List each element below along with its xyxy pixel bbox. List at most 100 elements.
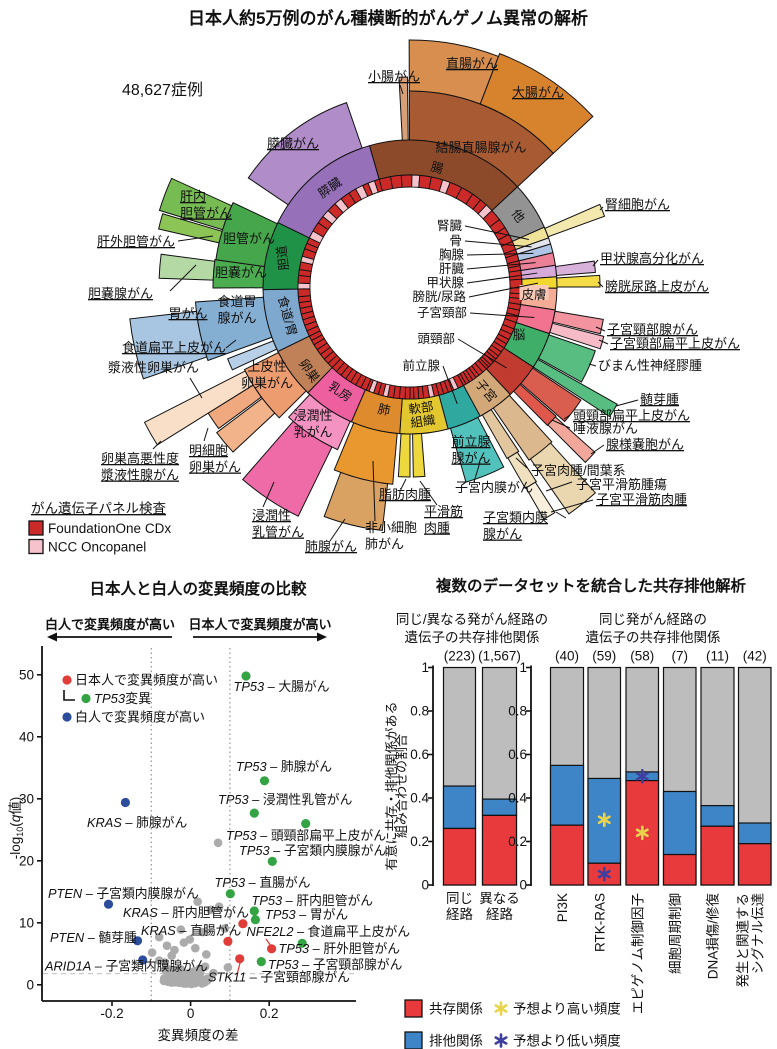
cancer-label-肝外胆管がん: 肝外胆管がん <box>97 234 175 249</box>
wedge-卵巣高悪性度漿液性腺がん <box>143 370 254 446</box>
asterisk-mark <box>494 1004 508 1013</box>
cancer-label-上皮性卵巣がん: 卵巣がん <box>241 376 293 391</box>
bar-count: (42) <box>743 649 767 664</box>
center-leader <box>464 240 532 248</box>
leader-line <box>419 480 438 506</box>
point-gray <box>223 963 233 972</box>
bars-y-tick-label: 0.8 <box>410 704 429 719</box>
point-gray <box>171 978 180 987</box>
legend-dot-green <box>81 693 91 704</box>
cancer-label-食道扁平上皮がん: 食道扁平上皮がん <box>122 340 226 355</box>
point-gray <box>213 838 223 848</box>
leader-line <box>189 377 203 399</box>
center-leader <box>464 225 529 240</box>
wedge-子宮平滑筋肉腫 <box>525 481 556 520</box>
point-gray <box>168 965 177 975</box>
volcano-title: 日本人と白人の変異頻度の比較 <box>89 579 307 598</box>
cancer-label-平滑筋肉腫: 肉腫 <box>424 521 450 536</box>
cancer-label-浸潤性乳がん: 浸潤性 <box>293 408 332 423</box>
ring-label-肺: 肺 <box>376 402 391 418</box>
bar-count: (40) <box>555 649 579 664</box>
cancer-label-子宮内膜がん: 子宮内膜がん <box>455 480 533 495</box>
bars-legend-swatch-cooccurrence <box>404 999 423 1018</box>
cancer-label-小腸がん: 小腸がん <box>368 69 420 84</box>
point-gray <box>180 976 190 986</box>
ring-label-皮膚: 皮膚 <box>521 287 546 302</box>
cancer-label-非小細胞肺がん: 非小細胞 <box>365 520 417 535</box>
point-label-子宮類内膜腺がん: ARID1A – 子宮類内膜腺がん <box>44 959 208 974</box>
bar-cooccurrent <box>481 814 518 886</box>
wedge-平滑筋肉腫 <box>412 433 426 478</box>
asterisk-mark <box>597 815 611 825</box>
cancer-label-子宮肉腫/間葉系: 子宮肉腫/間葉系 <box>531 463 626 478</box>
bars-y-tick-label: 0.4 <box>410 791 429 806</box>
y-tick-label: 30 <box>19 791 34 806</box>
point-green <box>225 889 235 899</box>
case-count-label: 48,627症例 <box>122 81 203 99</box>
point-label-子宮頸部腺がん: TP53 – 子宮頸部腺がん <box>268 957 403 972</box>
bars-y-tick-label: 0.6 <box>508 747 527 762</box>
panel-ring-segment <box>297 282 311 290</box>
center-leader <box>442 365 458 405</box>
leader-line <box>599 206 604 211</box>
leader-line <box>399 84 404 95</box>
bar-cooccurrent <box>549 824 585 886</box>
cancer-label-肝内胆管がん: 肝内 <box>180 189 206 204</box>
y-tick-label: 40 <box>19 729 34 744</box>
volcano-xlabel: 変異頻度の差 <box>158 1027 239 1043</box>
cancer-label-腎細胞がん: 腎細胞がん <box>605 197 670 212</box>
center-label-胸腺: 胸腺 <box>439 247 465 262</box>
leader-line <box>372 460 376 522</box>
bars-subtitle-right-line2: 遺伝子の共存排他関係 <box>586 630 721 645</box>
skin-label-box <box>519 285 549 300</box>
panel-legend-title: がん遺伝子パネル検査 <box>31 501 166 516</box>
arrow-left-head <box>47 632 57 642</box>
bar-count: (58) <box>630 649 654 664</box>
point-gray <box>198 927 208 937</box>
bars-ylabel-line1: 有意に共存・排他関係がある <box>384 701 399 870</box>
wedge-腺様嚢胞がん <box>547 416 596 464</box>
bars-legend-label-cooccurrence: 共存関係 <box>429 1002 483 1017</box>
bar-cooccurrent <box>662 853 697 886</box>
point-label-浸潤性乳管がん: TP53 – 浸潤性乳管がん <box>218 792 353 807</box>
wedge-子宮類内膜腺がん <box>529 442 597 515</box>
point-green <box>301 819 311 829</box>
cancer-label-胆嚢腺がん: 胆嚢腺がん <box>88 286 153 301</box>
cancer-label-子宮平滑筋肉腫: 子宮平滑筋肉腫 <box>596 492 687 507</box>
cancer-label-肝内胆管がん: 胆管がん <box>180 206 232 221</box>
center-label-頭頸部: 頭頸部 <box>417 331 455 346</box>
cancer-label-子宮類内膜腺がん: 子宮類内膜 <box>483 510 548 525</box>
bar-xlabel-rot: シグナル伝達 <box>750 893 765 974</box>
point-gray <box>154 932 164 942</box>
ring-label-軟部組織: 軟部 <box>408 399 435 417</box>
bar-count: (223) <box>444 649 476 664</box>
wedge-食道扁平上皮がん <box>226 340 278 371</box>
cancer-label-子宮頸部腺がん: 子宮頸部腺がん <box>607 322 698 337</box>
wedge-子宮頸部扁平上皮がん <box>549 322 605 350</box>
bars-legend-label-higher-than-expected: 予想より高い頻度 <box>513 1001 621 1017</box>
center-label-肝臓: 肝臓 <box>439 262 465 276</box>
wedge-前立腺腺がん <box>449 416 505 483</box>
legend-dot-blue <box>62 712 72 722</box>
point-gray <box>220 924 230 933</box>
center-leader <box>468 282 539 298</box>
point-label-子宮類内膜腺がん: PTEN – 子宮類内膜腺がん <box>48 886 199 901</box>
wedge-腎細胞がん <box>544 203 606 238</box>
leader-line <box>550 499 594 513</box>
cancer-label-子宮類内膜腺がん: 腺がん <box>483 527 522 542</box>
point-red <box>238 919 248 929</box>
wedge-肝内胆管がん <box>158 177 233 231</box>
panel-legend-label-ncc-oncopanel: NCC Oncopanel <box>48 540 146 555</box>
bars-legend-label-lower-than-expected: 予想より低い頻度 <box>513 1034 621 1049</box>
cancer-label-腺様嚢胞がん: 腺様嚢胞がん <box>606 437 684 452</box>
cancer-label-膵臓がん: 膵臓がん <box>267 136 319 151</box>
asterisk-mark <box>494 1036 508 1045</box>
cancer-label-大腸がん: 大腸がん <box>512 85 564 100</box>
legend-bracket <box>63 690 75 701</box>
point-green <box>259 776 270 786</box>
bar-xlabel-rot: エピゲノム制御因子 <box>630 893 645 1014</box>
bar-xlabel-rot: RTK-RAS <box>592 893 607 952</box>
center-label-骨: 骨 <box>449 234 462 248</box>
bars-y-tick-label: 0 <box>421 878 429 893</box>
